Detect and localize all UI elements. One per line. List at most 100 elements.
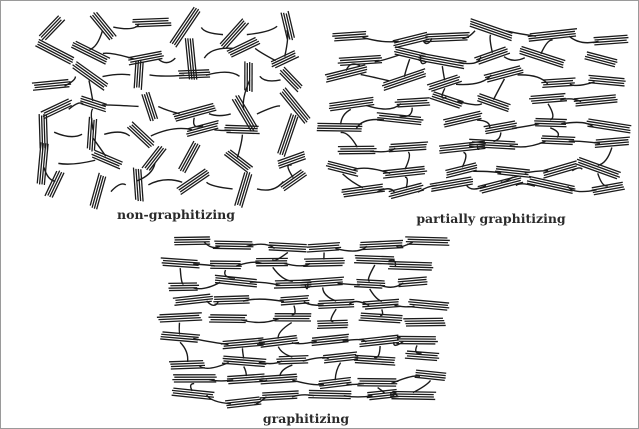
crosslink-curve: [335, 363, 340, 381]
crosslink-curve: [413, 380, 431, 392]
non-graphitizing-structure-diagram: [29, 15, 314, 200]
graphene-layer-stack: [128, 51, 165, 65]
graphene-layer-stack: [255, 258, 288, 265]
crosslink-curve: [374, 346, 380, 358]
graphene-layer-stack: [392, 32, 429, 48]
crosslink-curve: [344, 396, 373, 397]
crosslink-curve: [54, 132, 82, 136]
crosslink-curve: [149, 75, 184, 76]
graphene-layer-stack: [354, 256, 396, 265]
graphene-layer-stack: [90, 173, 107, 209]
crosslink-curve: [541, 40, 553, 54]
graphene-layer-stack: [142, 92, 158, 122]
graphene-layer-stack: [90, 11, 116, 41]
graphene-layer-stack: [311, 334, 350, 345]
graphene-layer-stack: [388, 262, 434, 271]
graphene-layer-stack: [574, 95, 618, 106]
graphene-layer-stack: [405, 237, 450, 245]
crosslink-curve: [90, 31, 103, 49]
graphene-layer-stack: [398, 277, 428, 287]
crosslink-curve: [58, 160, 95, 164]
graphene-layer-stack: [592, 35, 628, 45]
crosslink-curve: [259, 380, 267, 381]
graphene-layer-stack: [476, 93, 511, 111]
graphene-layer-stack: [172, 375, 216, 382]
graphene-layer-stack: [35, 39, 74, 64]
graphene-layer-stack: [527, 29, 577, 42]
graphene-layer-stack: [357, 379, 398, 387]
graphitizing-caption: graphitizing: [241, 411, 371, 426]
graphene-layer-stack: [430, 177, 474, 192]
crosslink-curve: [456, 75, 491, 85]
crosslink-curve: [273, 252, 288, 260]
graphene-layer-stack: [171, 388, 214, 400]
graphene-layer-stack: [213, 241, 254, 249]
graphene-layer-stack: [405, 351, 440, 361]
graphene-layer-stack: [157, 313, 202, 322]
crosslink-curve: [362, 37, 398, 41]
graphene-layer-stack: [37, 142, 48, 185]
graphene-layer-stack: [210, 261, 242, 269]
graphene-layer-stack: [222, 356, 267, 367]
crosslink-curve: [442, 66, 445, 80]
graphene-layer-stack: [594, 137, 630, 147]
crosslink-curve: [179, 323, 180, 335]
crosslink-curve: [504, 57, 525, 61]
graphene-layer-stack: [328, 97, 374, 111]
graphene-layer-stack: [279, 169, 307, 192]
graphene-layer-stack: [332, 31, 368, 41]
crosslink-curve: [257, 181, 283, 190]
graphene-layer-stack: [168, 283, 199, 291]
graphene-layer-stack: [259, 391, 299, 400]
crosslink-curve: [180, 342, 188, 362]
graphene-layer-stack: [403, 318, 445, 326]
graphene-layer-stack: [354, 355, 396, 365]
graphene-layer-stack: [407, 299, 449, 310]
graphene-layer-stack: [338, 146, 377, 154]
graphene-layer-stack: [279, 67, 304, 92]
graphene-layer-stack: [213, 296, 250, 304]
crosslink-curve: [206, 72, 240, 76]
non-graphitizing-caption: non-graphitizing: [61, 207, 291, 222]
graphene-layer-stack: [484, 121, 518, 134]
crosslink-curve: [103, 74, 131, 76]
graphene-layer-stack: [317, 123, 363, 131]
graphene-layer-stack: [381, 69, 427, 91]
crosslink-curve: [201, 27, 223, 34]
graphene-layer-stack: [359, 240, 403, 249]
crosslink-curve: [89, 81, 93, 101]
graphene-layer-stack: [245, 61, 252, 92]
graphene-layer-stack: [396, 336, 438, 344]
crosslink-curve: [477, 120, 490, 128]
graphene-layer-stack: [324, 65, 368, 83]
crosslink-curve: [180, 268, 183, 284]
graphene-layer-stack: [591, 182, 625, 195]
graphene-layer-stack: [354, 279, 385, 288]
graphene-layer-stack: [260, 374, 297, 384]
crosslink-curve: [490, 35, 492, 53]
crosslink-curve: [148, 180, 182, 185]
crosslink-curve: [273, 267, 293, 281]
graphene-layer-stack: [519, 46, 566, 67]
graphene-layer-stack: [279, 296, 309, 305]
crosslink-curve: [361, 75, 389, 81]
crosslink-curve: [244, 366, 247, 376]
graphene-layer-stack: [584, 52, 618, 67]
graphene-layer-stack: [415, 370, 447, 380]
graphene-layer-stack: [526, 176, 575, 194]
crosslink-curve: [207, 182, 233, 189]
crosslink-curve: [209, 114, 231, 116]
graphene-layer-stack: [388, 142, 428, 152]
crosslink-curve: [158, 106, 179, 113]
crosslink-curve: [368, 265, 374, 281]
graphene-layer-stack: [359, 313, 403, 323]
crosslink-curve: [104, 132, 129, 136]
graphene-layer-stack: [185, 121, 220, 137]
graphene-layer-stack: [142, 144, 166, 172]
partially-graphitizing-caption: partially graphitizing: [381, 211, 601, 226]
crosslink-curve: [247, 26, 277, 34]
graphitizing-structure-diagram: [167, 237, 445, 415]
graphene-layer-stack: [529, 93, 567, 103]
graphene-layer-stack: [91, 150, 123, 169]
crosslink-curve: [204, 242, 220, 247]
